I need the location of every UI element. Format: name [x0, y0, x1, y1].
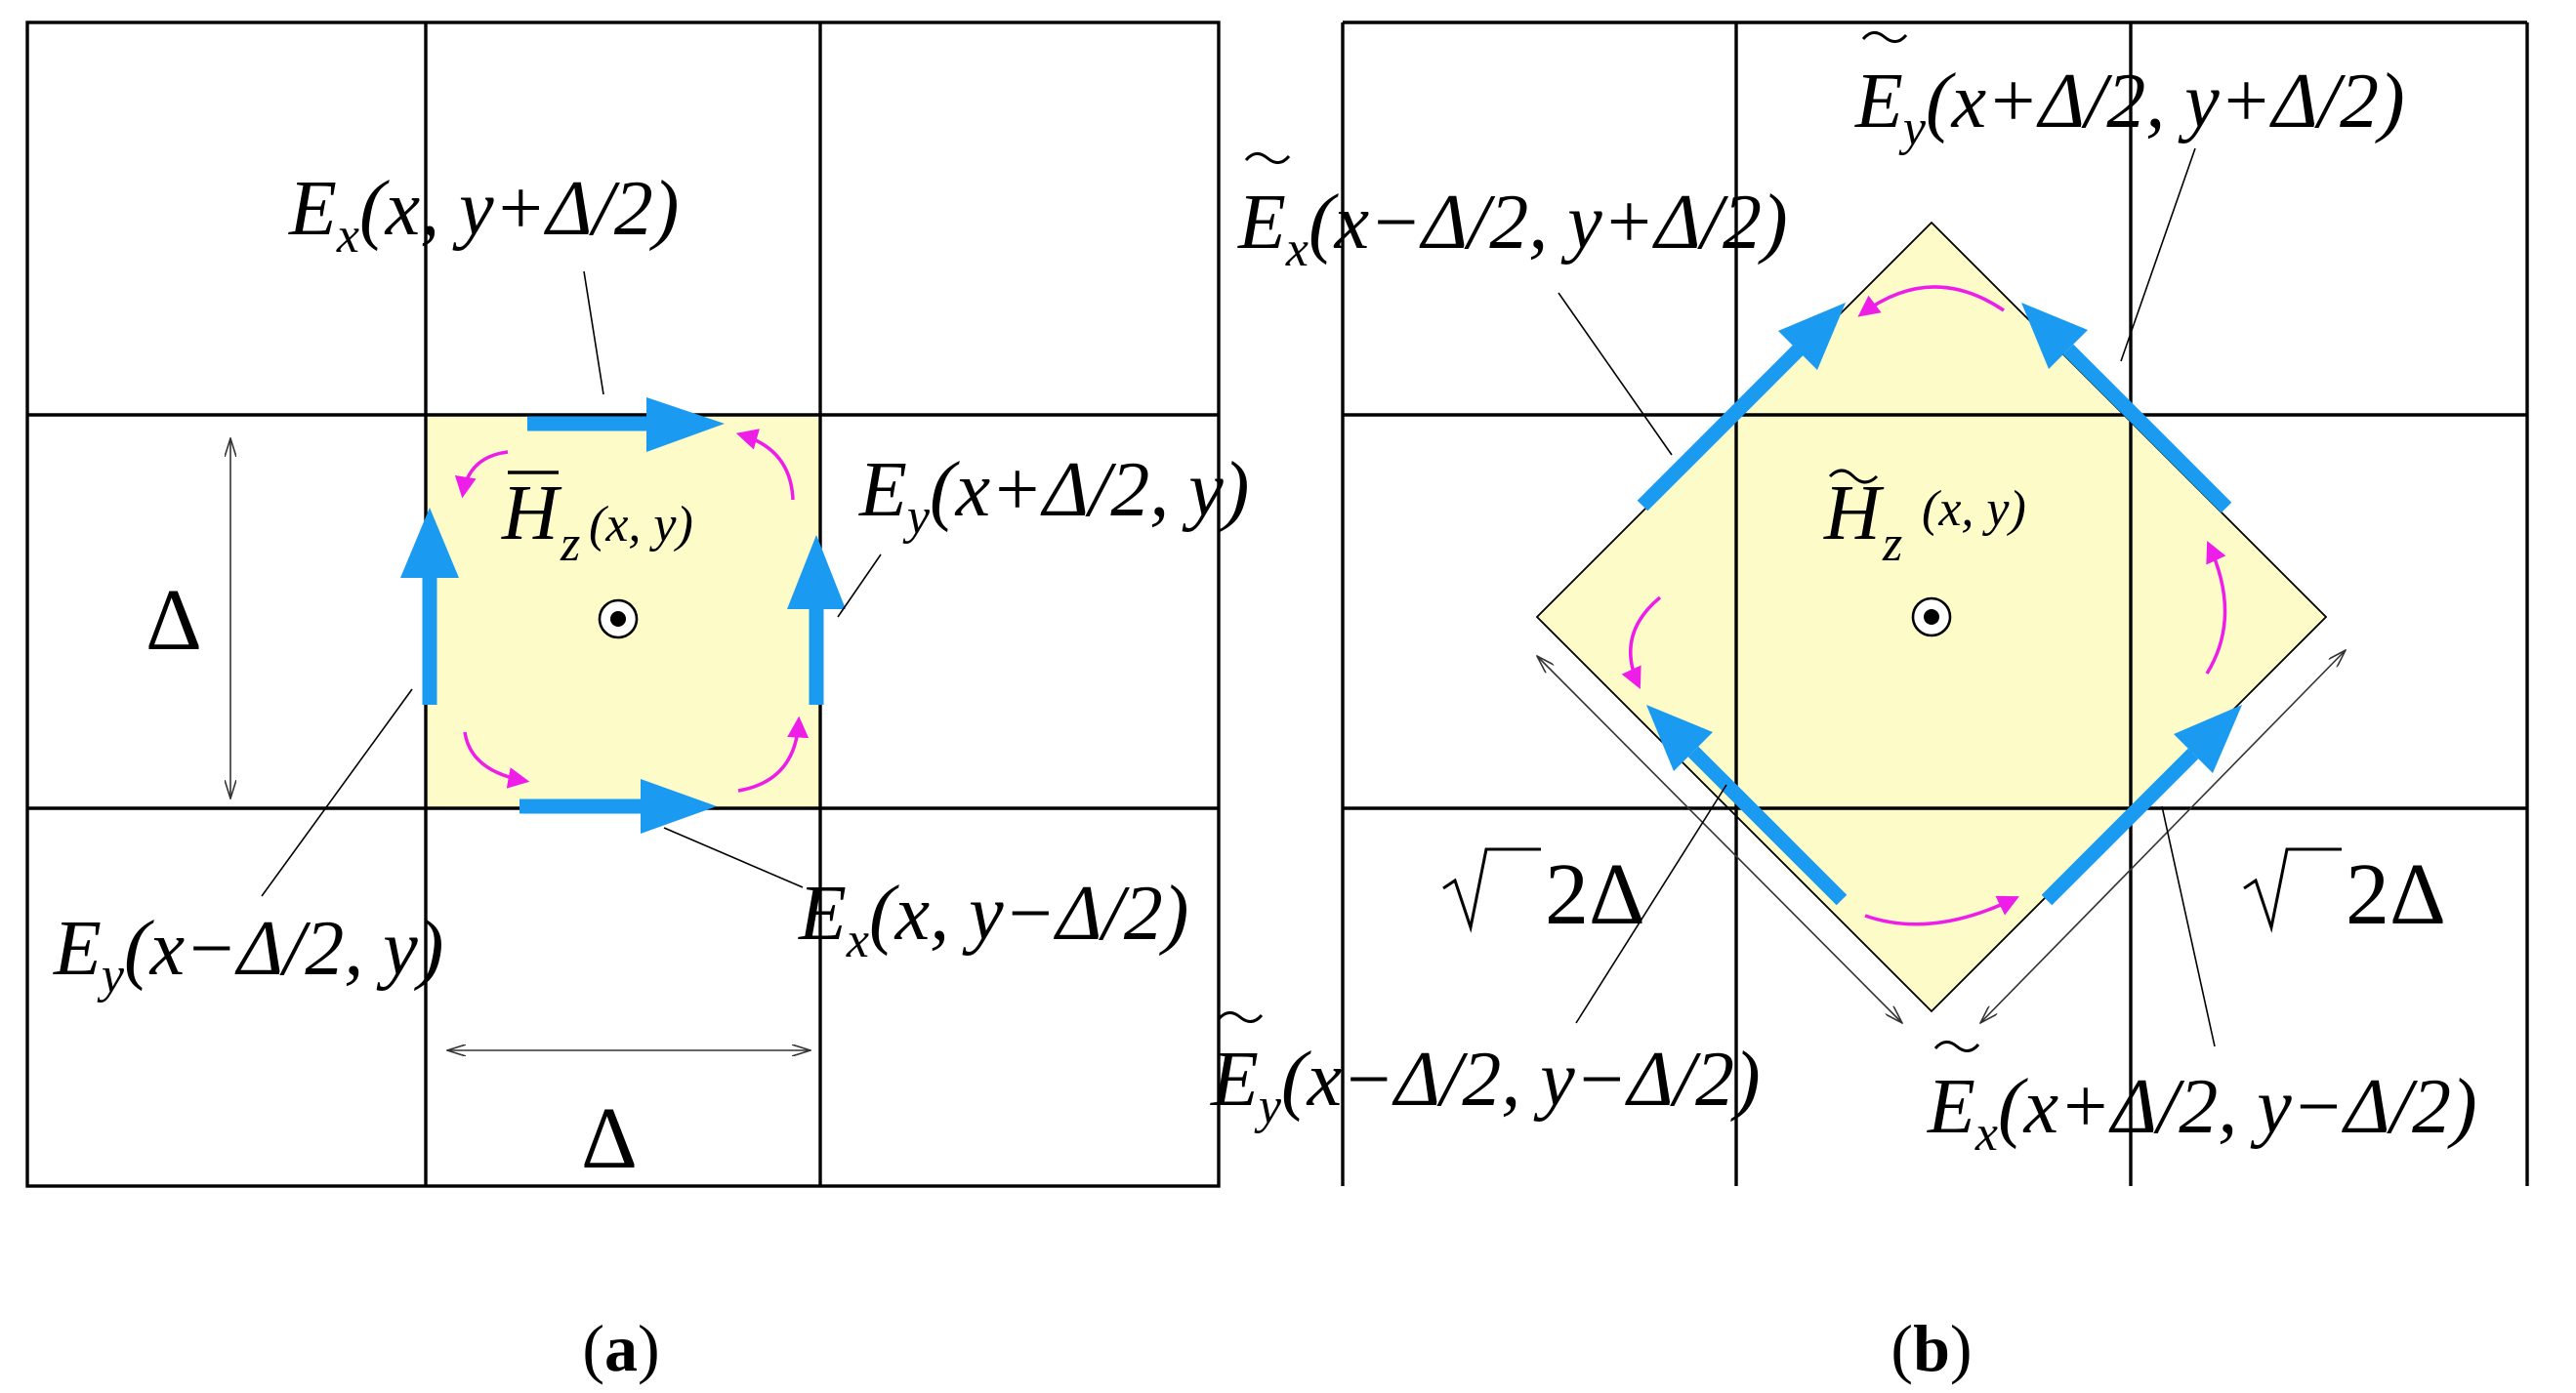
hz-label-b: H z (x, y): [1823, 469, 2026, 572]
leader-lines-a: [261, 270, 882, 897]
svg-text:z: z: [1882, 516, 1902, 572]
grid-a: [25, 20, 1221, 1188]
svg-text:Ex(x+Δ/2, y−Δ/2): Ex(x+Δ/2, y−Δ/2): [1927, 1064, 2477, 1162]
svg-text:H: H: [501, 471, 562, 556]
ey-upper-right-label: Ey(x+Δ/2, y+Δ/2): [1854, 31, 2405, 156]
delta-label-vertical: Δ: [145, 572, 202, 669]
panel-a: Δ Δ: [25, 20, 1249, 1188]
caption-a: (a): [582, 1311, 659, 1385]
out-of-page-symbol-a: [598, 598, 639, 639]
ey-left-label: Ey(x−Δ/2, y): [53, 906, 443, 1004]
svg-text:Ey(x+Δ/2, y+Δ/2): Ey(x+Δ/2, y+Δ/2): [1854, 59, 2405, 156]
ex-lower-right-arrow: [2041, 705, 2242, 906]
ey-left-arrow: [400, 508, 459, 705]
ex-top-arrow: [527, 397, 725, 452]
ex-upper-left-arrow: [1637, 303, 1846, 512]
out-of-page-symbol-b: [1911, 596, 1952, 637]
ey-right-label: Ey(x+Δ/2, y): [858, 447, 1249, 545]
circulation-arcs-a: [454, 429, 810, 793]
ey-upper-right-arrow: [2021, 303, 2232, 513]
ey-lower-left-arrow: [1646, 705, 1848, 906]
hz-label-a: H z (x, y): [501, 471, 693, 572]
leader-lines-b: [1558, 147, 2216, 1047]
svg-text:Ex(x−Δ/2, y+Δ/2): Ex(x−Δ/2, y+Δ/2): [1237, 180, 1788, 277]
ex-bottom-label: Ex(x, y−Δ/2): [798, 871, 1188, 968]
delta-label-horizontal: Δ: [581, 1090, 638, 1187]
ex-top-label: Ex(x, y+Δ/2): [288, 166, 679, 264]
caption-b: (b): [1890, 1311, 1972, 1385]
ey-right-arrow: [787, 535, 846, 705]
diag-dimension-right: [1980, 650, 2346, 1023]
diag-dimension-left: [1537, 656, 1902, 1023]
sqrt2-delta-label-right: 2Δ: [2243, 846, 2446, 943]
sqrt2-delta-label-left: 2Δ: [1442, 846, 1645, 943]
circulation-arcs-b: [1621, 285, 2227, 926]
svg-text:Ey(x−Δ/2, y−Δ/2): Ey(x−Δ/2, y−Δ/2): [1210, 1037, 1761, 1134]
ey-lower-left-label: Ey(x−Δ/2, y−Δ/2): [1210, 1011, 1761, 1134]
panel-b: 2Δ 2Δ: [1210, 20, 2529, 1186]
svg-text:2Δ: 2Δ: [1545, 846, 1645, 943]
svg-text:2Δ: 2Δ: [2346, 846, 2446, 943]
svg-text:H: H: [1823, 471, 1885, 556]
svg-text:z: z: [560, 516, 580, 572]
svg-text:(x, y): (x, y): [1922, 481, 2026, 537]
ex-bottom-arrow: [519, 779, 717, 834]
ex-upper-left-label: Ex(x−Δ/2, y+Δ/2): [1237, 152, 1788, 277]
svg-text:(x, y): (x, y): [589, 497, 693, 553]
ex-lower-right-label: Ex(x+Δ/2, y−Δ/2): [1927, 1041, 2477, 1162]
